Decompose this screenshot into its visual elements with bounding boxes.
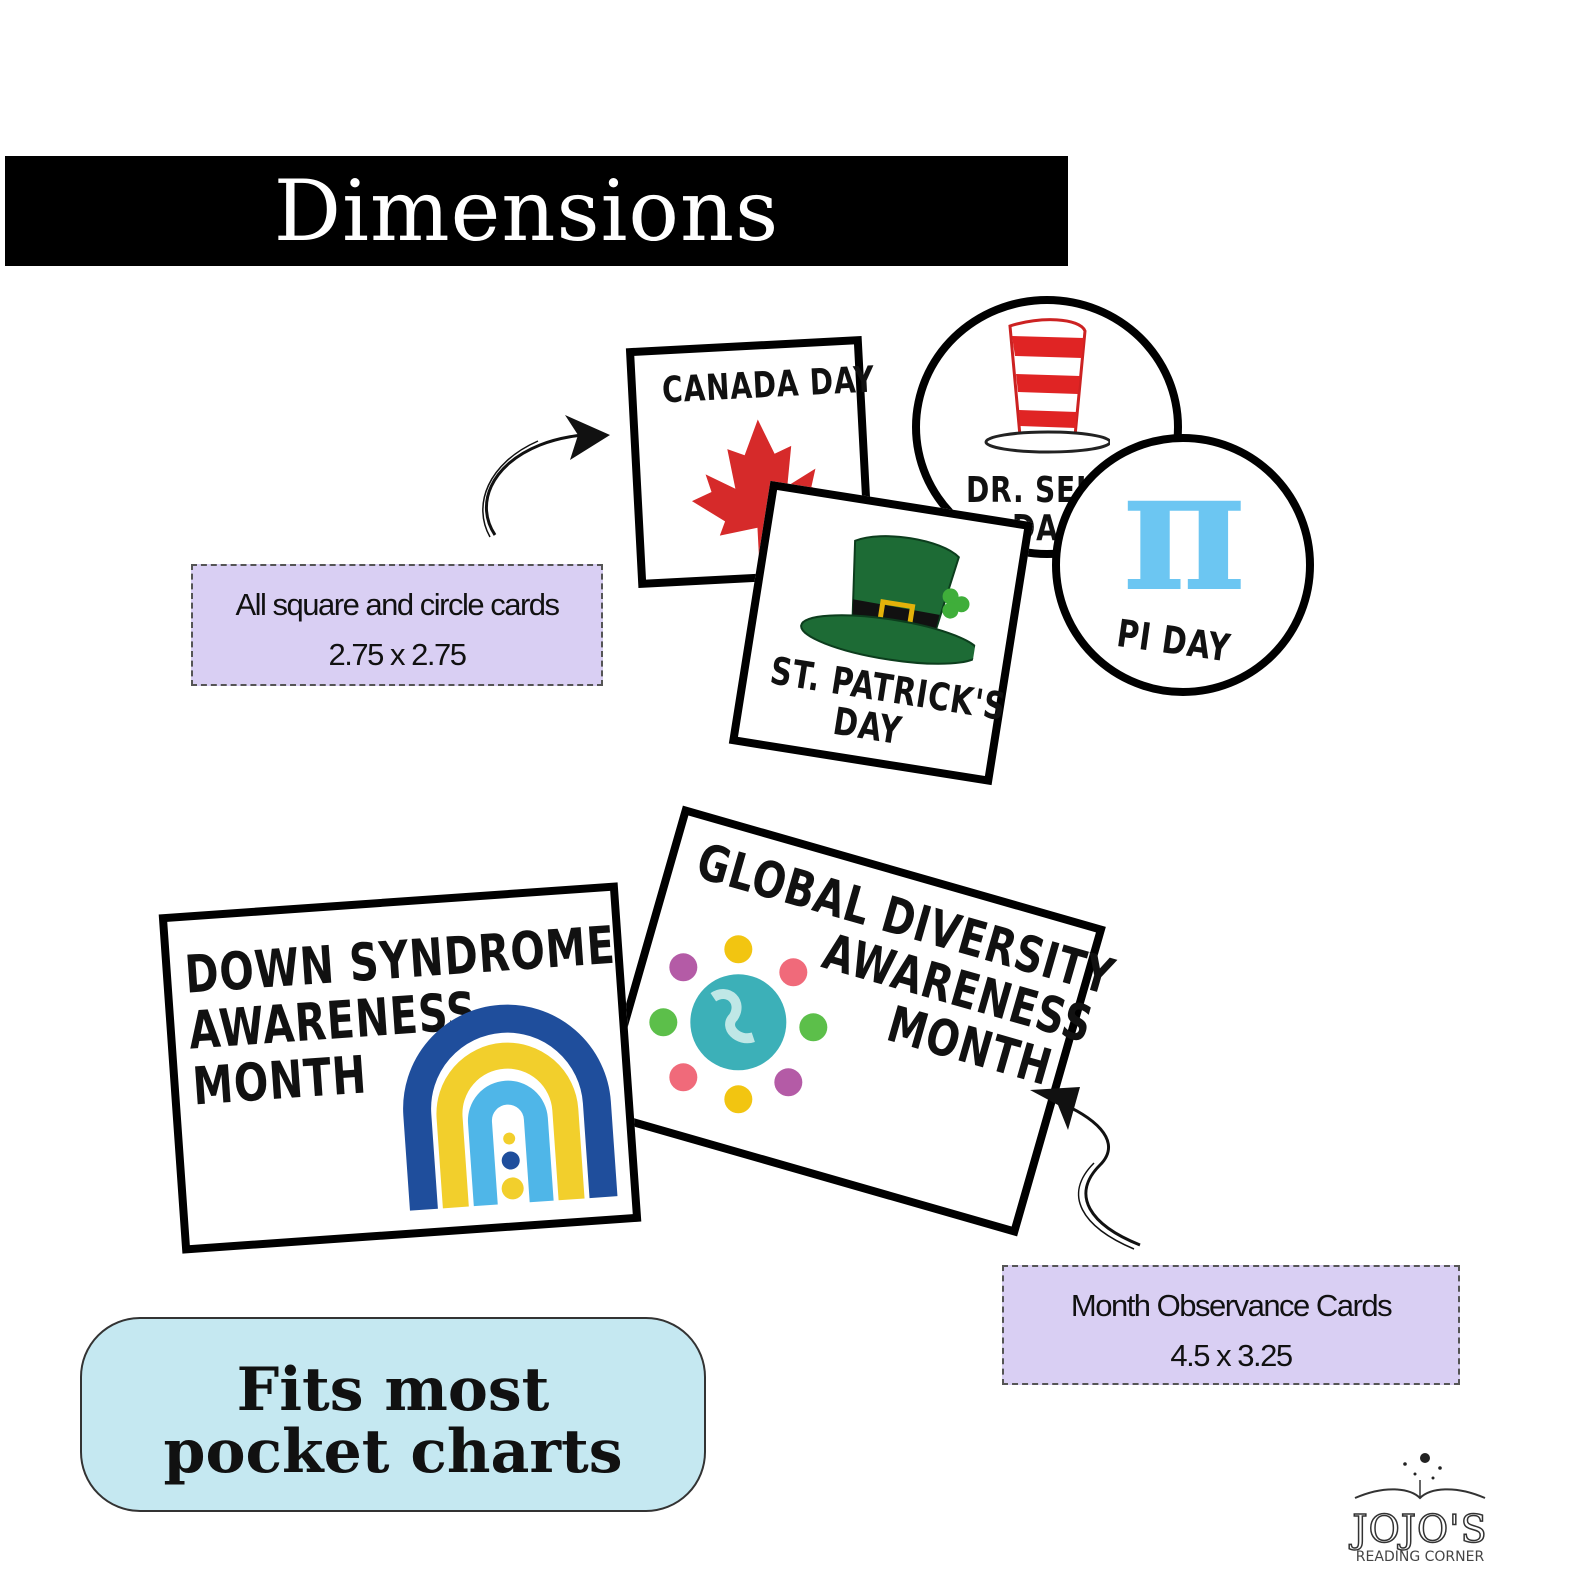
arrow-icon (482, 415, 610, 538)
canada-day-label: CANADA DAY (661, 359, 876, 412)
globe-hands-icon (649, 935, 828, 1114)
spec-size: 4.5 x 3.25 (1170, 1338, 1293, 1373)
arrow-icon (1030, 1087, 1141, 1250)
square-circle-spec-box: All square and circle cards 2.75 x 2.75 (191, 564, 603, 686)
logo-sub-text: READING CORNER (1355, 1549, 1485, 1565)
logo-main-text: JOJO'S (1352, 1507, 1488, 1551)
global-diversity-card: GLOBAL DIVERSITY AWARENESS MONTH (594, 805, 1120, 1237)
header-banner: Dimensions (5, 156, 1068, 266)
spec-label: Month Observance Cards (1070, 1288, 1393, 1323)
pi-day-card: π PI DAY (1052, 430, 1314, 696)
pill-line1: Fits most (236, 1355, 550, 1425)
rainbow-icon (403, 1004, 618, 1211)
spec-size: 2.75 x 2.75 (328, 637, 467, 672)
jojos-reading-corner-logo: JOJO'S READING CORNER (1340, 1450, 1500, 1580)
month-spec-box: Month Observance Cards 4.5 x 3.25 (1002, 1265, 1460, 1385)
st-patricks-line2: DAY (830, 698, 905, 754)
pi-symbol: π (1122, 430, 1247, 630)
page-title: Dimensions (273, 162, 780, 260)
down-syndrome-line3: MONTH (190, 1045, 369, 1118)
down-syndrome-card: DOWN SYNDROME AWARENESS MONTH (158, 882, 642, 1254)
open-book-icon (1354, 1453, 1486, 1500)
pill-line2: pocket charts (163, 1417, 623, 1487)
st-patricks-day-card: ST. PATRICK'S DAY (728, 480, 1034, 786)
striped-hat-icon (984, 318, 1110, 454)
leprechaun-hat-icon (800, 535, 981, 665)
spec-label: All square and circle cards (235, 587, 560, 622)
pocket-charts-pill: Fits most pocket charts (80, 1317, 706, 1512)
